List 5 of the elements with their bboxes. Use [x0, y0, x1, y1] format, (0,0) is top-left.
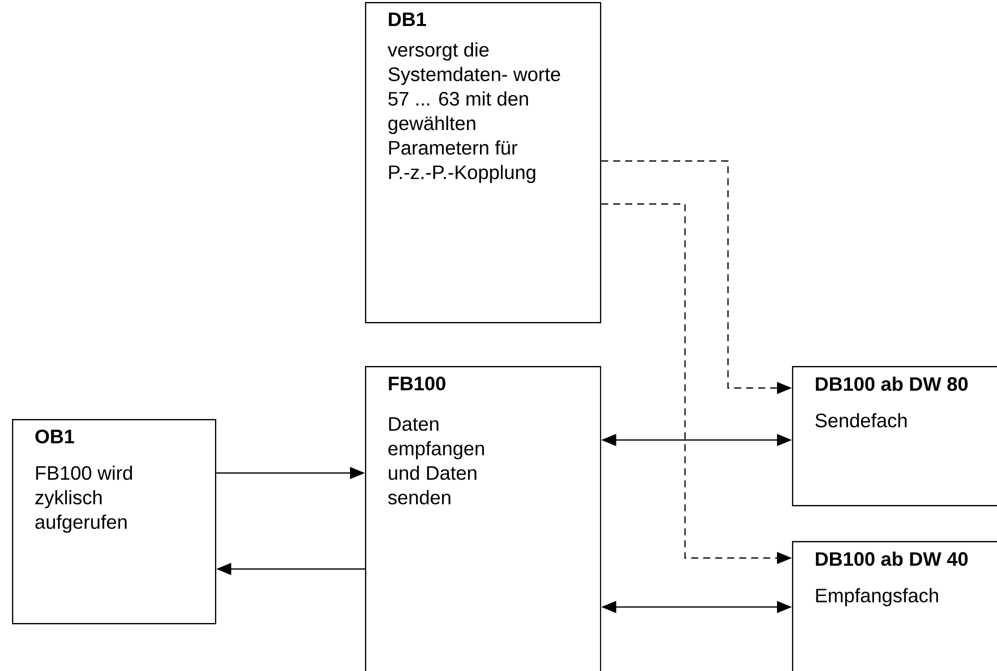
block-box: FB100 Daten empfangen und Daten senden — [365, 366, 602, 671]
block-box: DB100 ab DW 40 Empfangsfach — [792, 541, 997, 671]
block-box: DB1 versorgt die Systemdaten- worte 57 ... 63 mit den gewählten Parametern für P.-z.-P.-Kopplung — [365, 2, 602, 324]
block-box: OB1 FB100 wird zyklisch aufgerufen — [12, 419, 216, 624]
block-box: DB100 ab DW 80 Sendefach — [792, 366, 997, 506]
